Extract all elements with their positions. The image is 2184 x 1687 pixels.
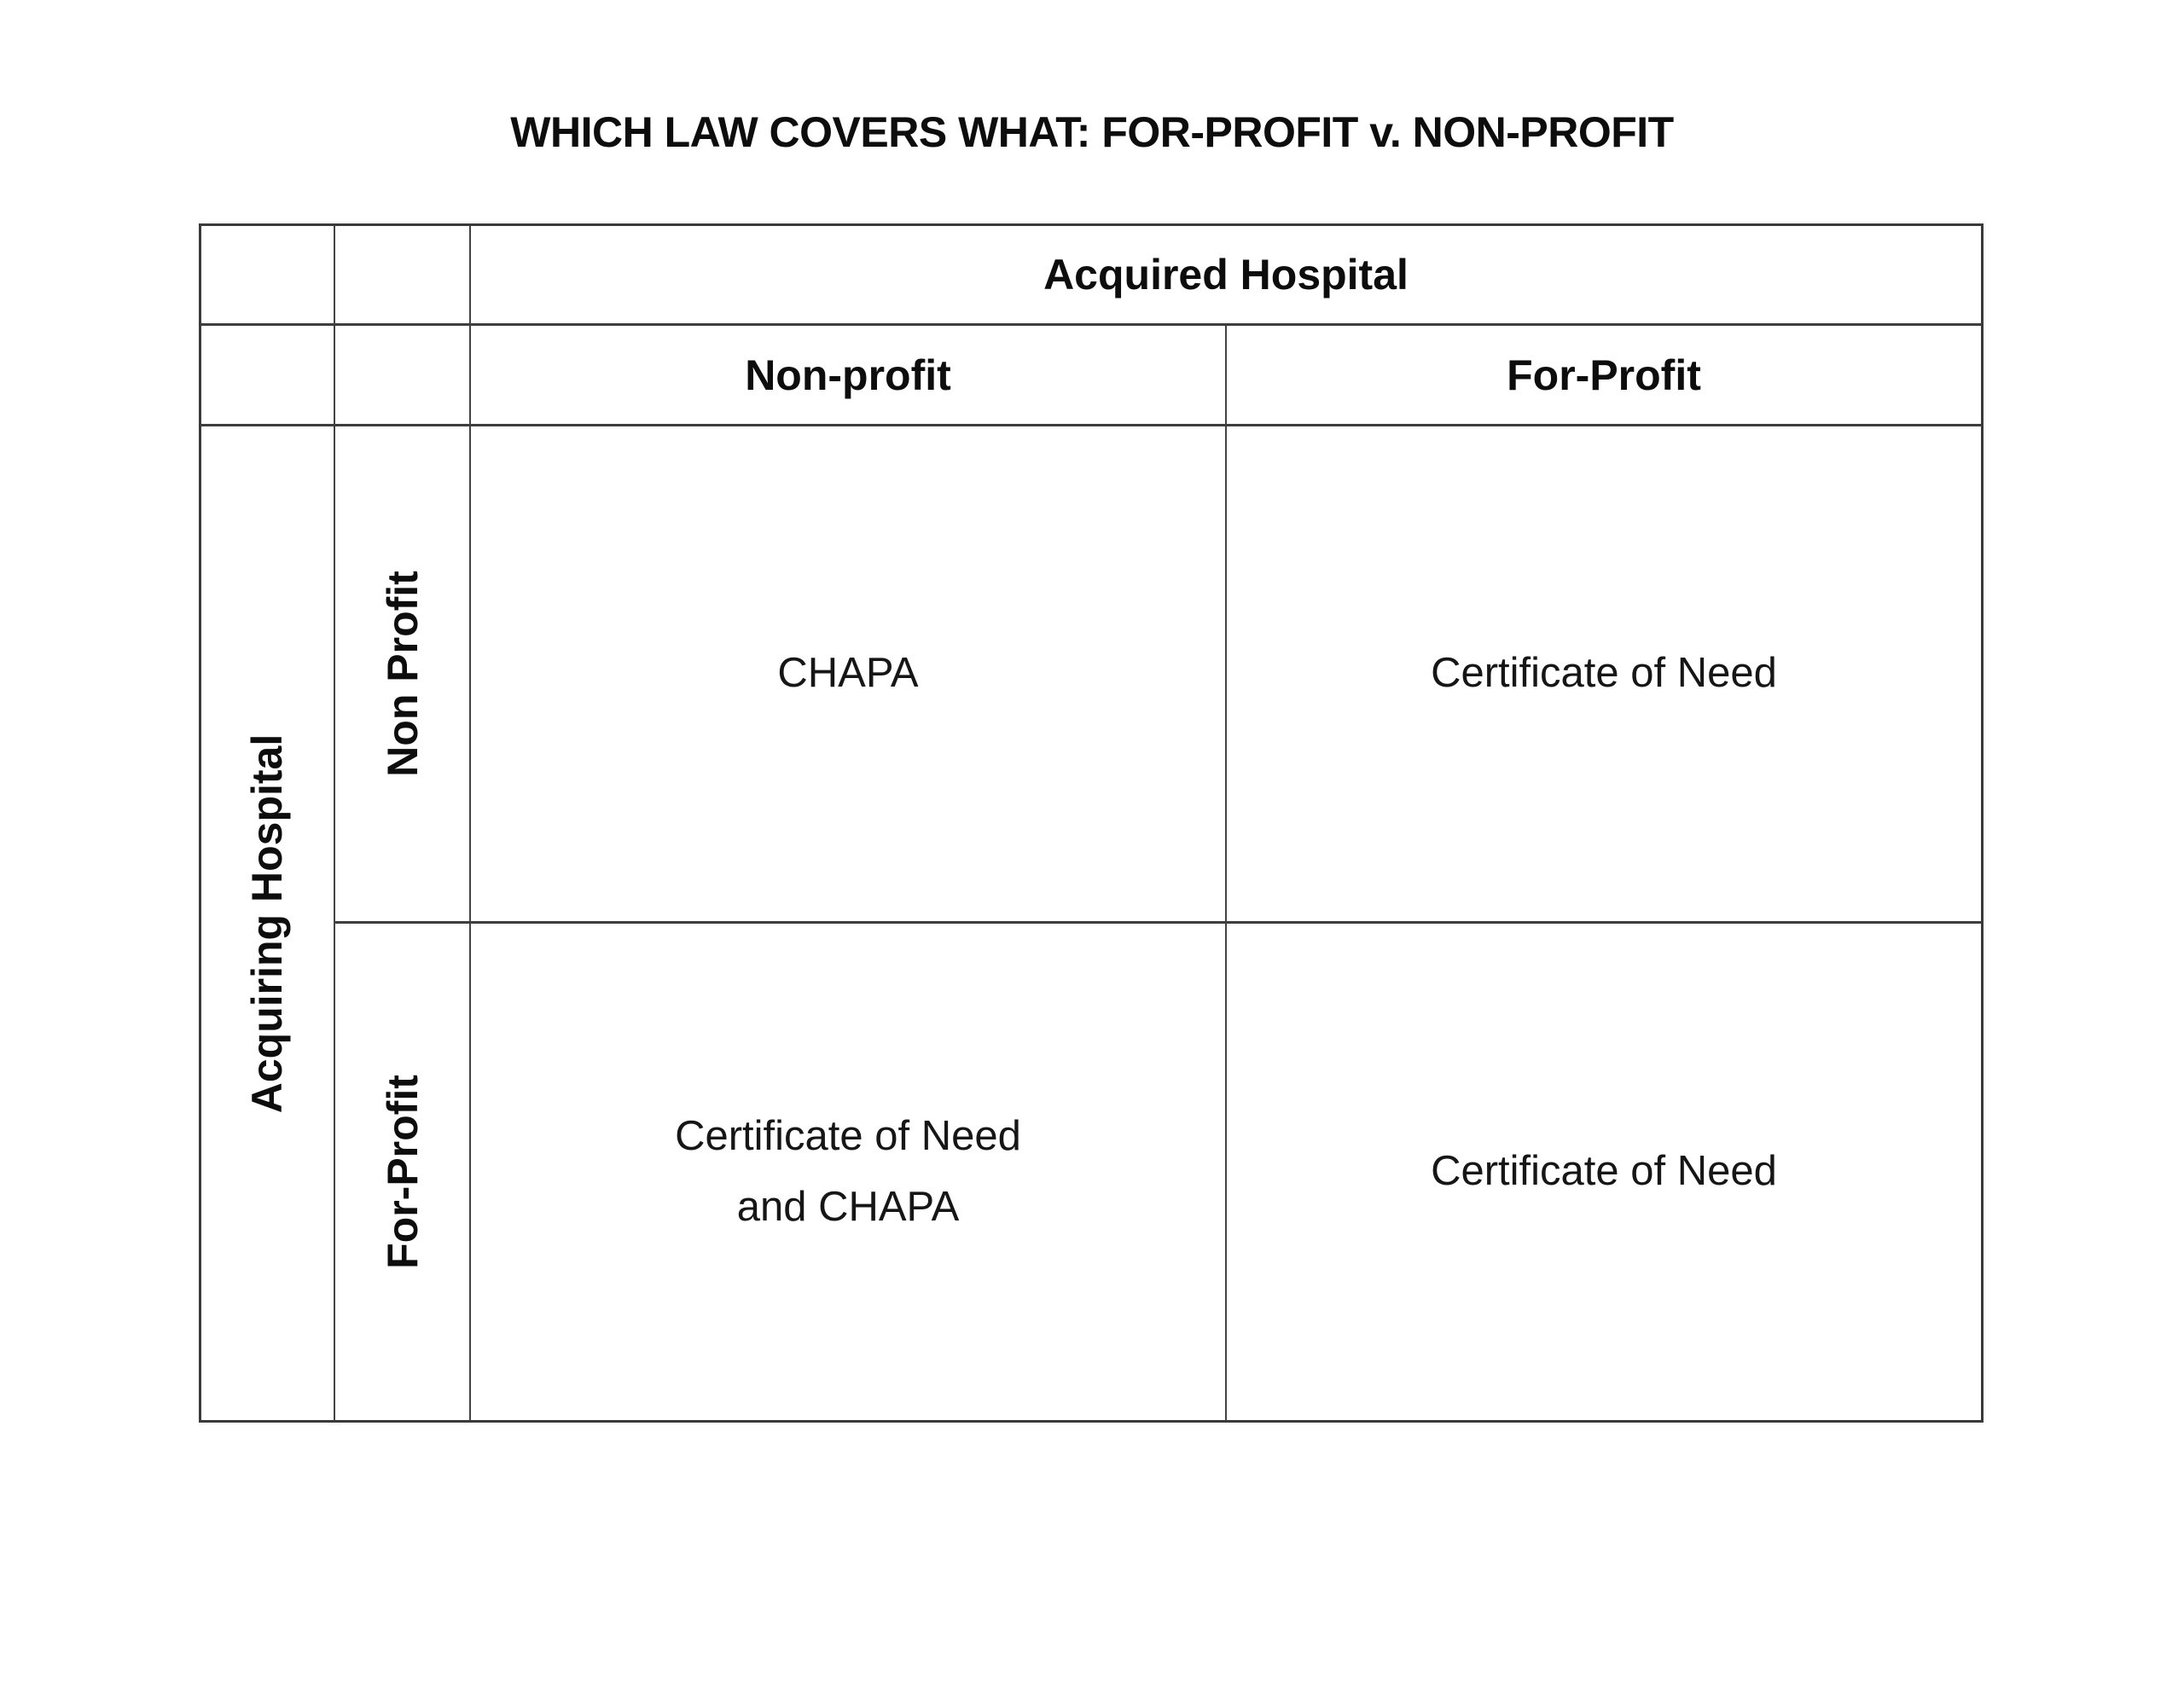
cell-forprofit-forprofit-text: Certificate of Need (1431, 1148, 1777, 1195)
acquiring-hospital-header-cell: Acquiring Hospital (201, 426, 335, 1420)
cell-forprofit-nonprofit: Certificate of Need and CHAPA (471, 924, 1227, 1420)
col-header-forprofit-cell: For-Profit (1227, 326, 1981, 426)
row-header-forprofit-cell: For-Profit (335, 924, 471, 1420)
blank-cell-r2c2 (335, 326, 471, 426)
col-header-forprofit-label: For-Profit (1507, 351, 1701, 399)
law-coverage-matrix-table: Acquired Hospital Non-profit For-Profit … (199, 223, 1984, 1423)
cell-nonprofit-nonprofit-text: CHAPA (777, 650, 919, 697)
cell-forprofit-forprofit: Certificate of Need (1227, 924, 1981, 1420)
cell-nonprofit-forprofit: Certificate of Need (1227, 426, 1981, 924)
row-header-nonprofit-label: Non Profit (378, 571, 427, 777)
cell-nonprofit-nonprofit: CHAPA (471, 426, 1227, 924)
row-header-nonprofit-cell: Non Profit (335, 426, 471, 924)
acquired-hospital-header-label: Acquired Hospital (1043, 251, 1409, 299)
acquiring-hospital-header-label: Acquiring Hospital (243, 733, 292, 1113)
blank-cell-r2c1 (201, 326, 335, 426)
blank-cell-r1c1 (201, 226, 335, 326)
col-header-nonprofit-label: Non-profit (745, 351, 951, 399)
page-title: WHICH LAW COVERS WHAT: FOR-PROFIT v. NON… (510, 108, 1674, 156)
col-header-nonprofit-cell: Non-profit (471, 326, 1227, 426)
row-header-forprofit-label: For-Profit (378, 1075, 427, 1269)
cell-nonprofit-forprofit-text: Certificate of Need (1431, 650, 1777, 697)
blank-cell-r1c2 (335, 226, 471, 326)
acquired-hospital-header-cell: Acquired Hospital (471, 226, 1981, 326)
cell-forprofit-nonprofit-text: Certificate of Need and CHAPA (675, 1112, 1021, 1230)
